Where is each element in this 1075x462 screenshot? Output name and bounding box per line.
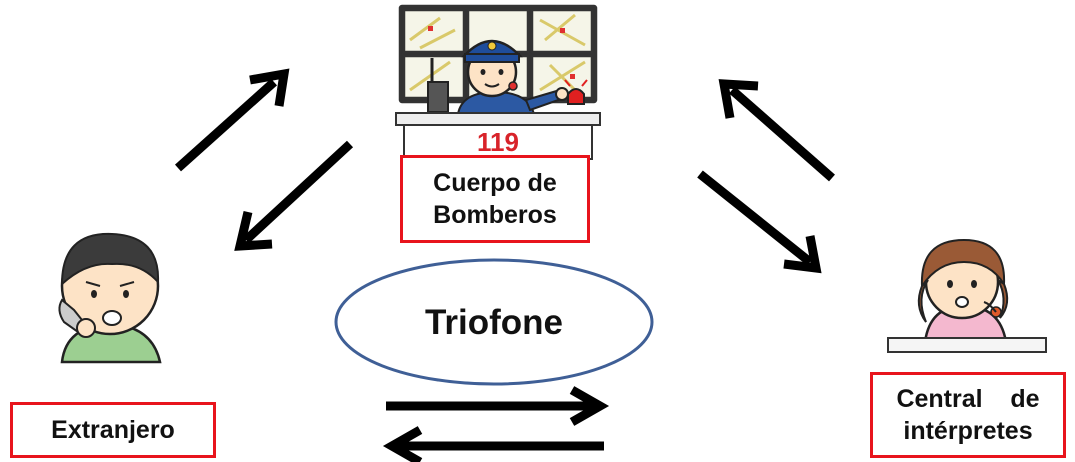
dispatcher-illustration: 119 xyxy=(395,4,601,160)
interpreter-center-label-line1: Central de xyxy=(896,385,1040,413)
foreigner-label-box: Extranjero xyxy=(10,402,216,458)
number-119-sign: 119 xyxy=(477,127,519,157)
dispatch-desk xyxy=(395,112,601,126)
fire-department-label-box: Cuerpo de Bomberos xyxy=(400,155,590,243)
triofone-label: Triofone xyxy=(424,303,564,342)
interpreter-center-label-line2: intérpretes xyxy=(903,417,1033,445)
fire-department-label-line1: Cuerpo de xyxy=(433,169,557,197)
foreigner-label: Extranjero xyxy=(51,415,175,444)
interpreter-illustration xyxy=(887,238,1047,353)
arrow-station-to-interpreter xyxy=(697,170,822,274)
triofone-ellipse xyxy=(334,258,654,386)
interpreter-desk xyxy=(887,337,1047,353)
siren-light-icon xyxy=(567,88,585,105)
fire-department-label-line2: Bomberos xyxy=(433,201,557,229)
arrow-foreigner-to-station xyxy=(174,68,290,172)
arrow-left xyxy=(382,426,604,462)
arrow-station-to-foreigner xyxy=(234,140,354,251)
radio-icon xyxy=(427,81,449,113)
officer-head xyxy=(461,39,523,98)
foreigner-illustration xyxy=(58,232,162,364)
arrow-interpreter-to-station xyxy=(718,79,835,182)
interpreter-center-label-box: Central de intérpretes xyxy=(870,372,1066,458)
arrow-right xyxy=(386,386,610,426)
arrows xyxy=(174,68,835,462)
